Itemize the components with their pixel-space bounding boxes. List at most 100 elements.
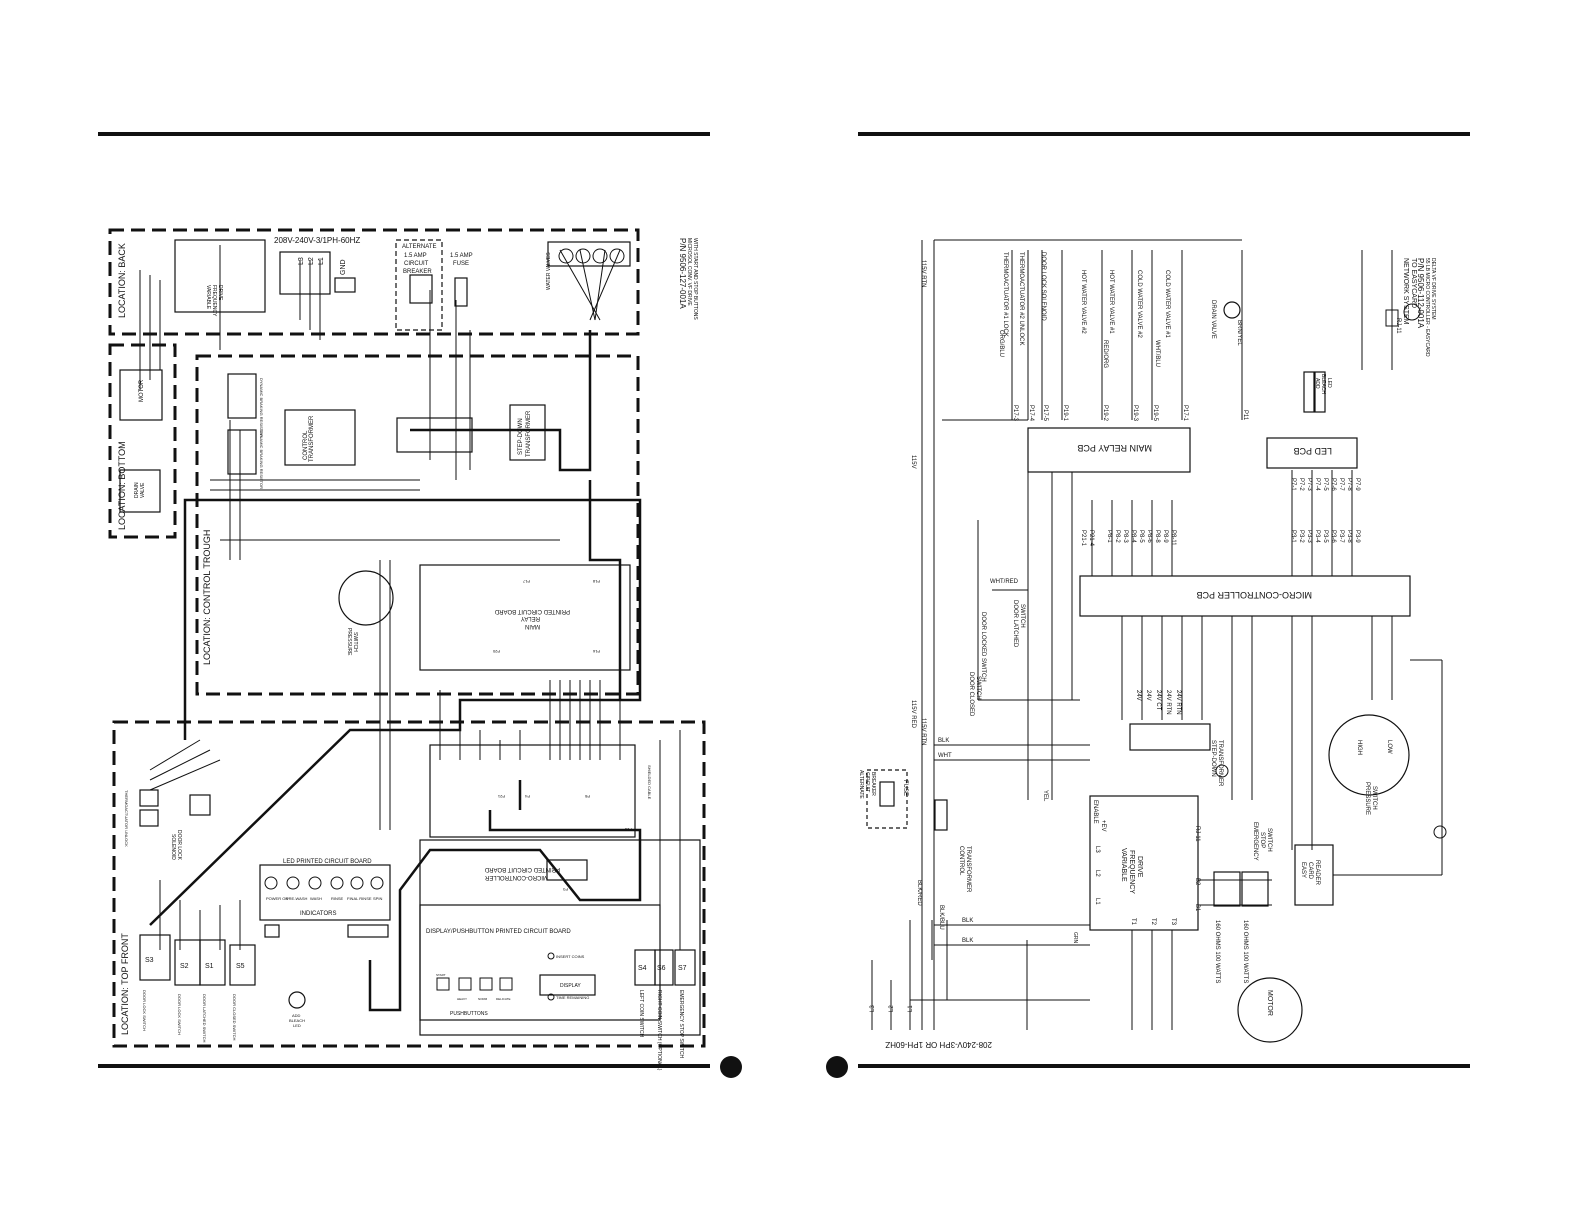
wire-wht: WHT: [938, 753, 952, 759]
control-transformer-2: TRANSFORMER: [965, 846, 971, 893]
vfd-enable: ENABLE: [1092, 800, 1098, 824]
top-rule: [98, 132, 710, 136]
indicators-label: INDICATORS: [300, 911, 336, 917]
zone-back: [108, 228, 640, 336]
add-bleach-1: ADD: [292, 1013, 301, 1018]
load-thermo-2: THERMOACTUATOR #2 UNLOCK: [1018, 252, 1024, 345]
pressure-low: LOW: [1386, 740, 1392, 754]
control-transformer-1: CONTROL: [958, 846, 964, 876]
motor-label: MOTOR: [1266, 990, 1273, 1016]
indicator-spin: SPIN: [373, 896, 382, 901]
tap-24v-rtn: 24V RTN: [1165, 690, 1171, 715]
resistor-2: 160 OHMS 100 WATTS: [1242, 920, 1248, 983]
vfd-l2: L2: [1094, 870, 1100, 877]
wire-blk: BLK: [938, 738, 949, 744]
vfd-t1: T1: [1130, 918, 1136, 926]
micro-pin-right-6: P3-6: [1330, 530, 1336, 543]
connector-p21: P21: [497, 794, 505, 799]
wire-grn: GRN: [1072, 932, 1078, 944]
vfd-box: [1089, 795, 1199, 931]
zone-bottom: [108, 343, 177, 539]
wire-org-blu: ORG/BLU: [998, 330, 1004, 357]
water-valves-label: WATER VALVES: [546, 252, 552, 290]
emergency-stop-1: EMERGENCY: [1252, 822, 1258, 861]
motor-label: MOTOR: [139, 379, 145, 402]
power-115v-rtn: 115V RTN: [920, 260, 926, 287]
breaker-line-2: 1.5 AMP: [404, 253, 427, 259]
page-marker: [826, 1056, 848, 1078]
dynamic-braking-1: DYNAMIC BRAKING RESISTOR: [259, 378, 264, 437]
vfd-line-2: FREQUENCY: [1128, 850, 1135, 894]
breaker-line-4: BREAKER: [403, 269, 432, 275]
tap-24v-b: 24V: [1145, 690, 1151, 701]
vfd-t3: T3: [1170, 918, 1176, 926]
led-pin-1: P7-1: [1290, 478, 1296, 491]
main-relay-pcb-label: MAIN RELAY PCB: [1077, 443, 1152, 453]
control-transformer-2: TRANSFORMER: [309, 415, 315, 462]
switch-s2-label: DOOR LOCK SWITCH: [177, 994, 182, 1035]
load-drain: DRAIN VALVE: [1210, 300, 1216, 339]
vfd-line-3: DRIVE: [1136, 856, 1143, 878]
easycard-line-1: TO EASYCARD: [1410, 258, 1417, 308]
connector-p18: P18: [592, 579, 600, 584]
switch-s5-label: DOOR CLOSED SWITCH: [232, 994, 237, 1041]
vfd-t2: T2: [1150, 918, 1156, 926]
pushbuttons-label: PUSHBUTTONS: [450, 1011, 488, 1017]
micro-pin-left-3: P8-1: [1106, 530, 1112, 543]
relay-pin-p19-2: P19-2: [1102, 405, 1108, 422]
switch-s2-id: S2: [180, 963, 189, 970]
load-cold-2: COLD WATER VALVE #2: [1136, 270, 1142, 338]
micro-pin-right-8: P3-8: [1346, 530, 1352, 543]
relay-pin-p19-5: P19-5: [1152, 405, 1158, 422]
drain-valve-2: VALVE: [140, 482, 146, 498]
led-pin-2: P7-2: [1298, 478, 1304, 491]
led-pin-6: P7-6: [1330, 478, 1336, 491]
wire-wht-red: WHT/RED: [990, 579, 1019, 585]
load-cold-1: COLD WATER VALVE #1: [1164, 270, 1170, 338]
terminal-block: [279, 251, 331, 295]
tap-24v: 24V: [1135, 690, 1141, 701]
tap-24v-rtn-b: 24V RTN: [1175, 690, 1181, 715]
led-pin-3: P7-3: [1306, 478, 1312, 491]
switch-s5-id: S5: [236, 963, 245, 970]
part-number: P/N 9506-127-001A: [678, 238, 687, 309]
fuse-label: FUSE: [902, 780, 908, 796]
pressure-switch-2: SWITCH: [1371, 786, 1377, 810]
micro-controller-pcb-box: [1079, 575, 1411, 617]
part-note-2: DELTA VF DRIVE SYSTEM: [1430, 258, 1436, 320]
alt-breaker-1: ALTERNATE: [858, 770, 864, 799]
micro-pin-right-5: P3-5: [1322, 530, 1328, 543]
indicator-final-rinse: FINAL RINSE: [347, 896, 372, 901]
location-back: LOCATION: BACK: [117, 243, 127, 318]
part-note-2: WITH START AND STOP BUTTONS: [692, 238, 698, 320]
part-note-1: MICROSOL CONV. VF DRIVE: [686, 238, 692, 306]
supply-l3: L3: [870, 1005, 876, 1012]
led-pcb-label: LED PCB: [1293, 446, 1332, 456]
step-down-2: TRANSFORMER: [1217, 740, 1223, 787]
display-board: [419, 904, 661, 1021]
pushbutton-delicate: DELICATE: [496, 997, 510, 1001]
load-hot-2: HOT WATER VALVE #2: [1080, 270, 1086, 334]
add-bleach-2: BLEACH: [1320, 374, 1326, 394]
micro-pin-right-1: P3-1: [1290, 530, 1296, 543]
add-bleach-2: BLEACH: [289, 1018, 305, 1023]
supply-label: 208V-240V-3/1PH-60HZ: [274, 236, 360, 245]
wire-brn-yel: BRN/YEL: [1236, 320, 1242, 346]
wire-blk-blu: BLK/BLU: [938, 905, 944, 930]
part-number: P/N 9506-112-001A: [1416, 258, 1425, 329]
step-down-2: TRANSFORMER: [526, 410, 532, 457]
left-wiring-diagram: LOCATION: BACK LOCATION: BOTTOM LOCATION…: [108, 228, 706, 1071]
time-remaining-label: TIME REMAINING: [556, 995, 589, 1000]
switch-s1-label: DOOR LATCHED SWITCH: [202, 994, 207, 1042]
wire-blk-2: BLK: [962, 918, 973, 924]
micro-board-top: [429, 744, 636, 838]
step-down-1: STEP-DOWN: [518, 418, 524, 455]
pressure-high: HIGH: [1356, 740, 1362, 755]
shielded-cable-label: SHIELDED CABLE: [647, 765, 652, 800]
control-transformer-1: CONTROL: [303, 430, 309, 460]
micro-board-1: MICRO-CONTROLLER: [484, 874, 548, 880]
vfd-line-1: VARIABLE: [1120, 848, 1127, 882]
vfd-box: [174, 239, 266, 313]
vfd-b1: B1: [1194, 904, 1200, 912]
zone-control-trough: [195, 354, 640, 696]
